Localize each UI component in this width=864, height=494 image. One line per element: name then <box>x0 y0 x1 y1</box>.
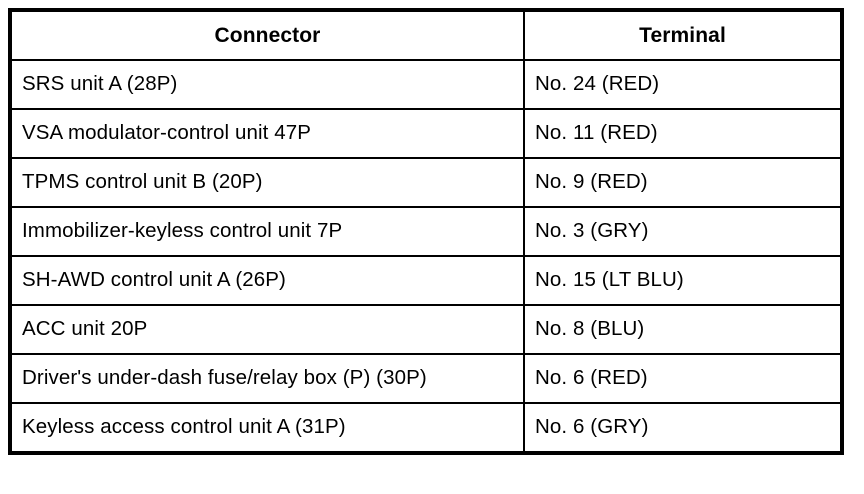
cell-connector: Immobilizer-keyless control unit 7P <box>10 206 525 257</box>
table-row: TPMS control unit B (20P) No. 9 (RED) <box>10 157 842 208</box>
cell-terminal: No. 3 (GRY) <box>523 206 842 257</box>
table-row: SRS unit A (28P) No. 24 (RED) <box>10 59 842 110</box>
table-body: SRS unit A (28P) No. 24 (RED) VSA modula… <box>10 59 842 453</box>
cell-connector: SH-AWD control unit A (26P) <box>10 255 525 306</box>
table-row: VSA modulator-control unit 47P No. 11 (R… <box>10 108 842 159</box>
table-header: Connector Terminal <box>10 10 842 61</box>
cell-connector: Driver's under-dash fuse/relay box (P) (… <box>10 353 525 404</box>
table-row: SH-AWD control unit A (26P) No. 15 (LT B… <box>10 255 842 306</box>
column-header-connector: Connector <box>10 10 525 61</box>
cell-terminal: No. 15 (LT BLU) <box>523 255 842 306</box>
cell-terminal: No. 6 (GRY) <box>523 402 842 453</box>
cell-connector: VSA modulator-control unit 47P <box>10 108 525 159</box>
cell-terminal: No. 9 (RED) <box>523 157 842 208</box>
cell-connector: Keyless access control unit A (31P) <box>10 402 525 453</box>
cell-connector: TPMS control unit B (20P) <box>10 157 525 208</box>
cell-terminal: No. 24 (RED) <box>523 59 842 110</box>
column-header-terminal: Terminal <box>523 10 842 61</box>
connector-terminal-table: Connector Terminal SRS unit A (28P) No. … <box>8 8 844 455</box>
table-row: ACC unit 20P No. 8 (BLU) <box>10 304 842 355</box>
cell-connector: SRS unit A (28P) <box>10 59 525 110</box>
cell-terminal: No. 6 (RED) <box>523 353 842 404</box>
table-header-row: Connector Terminal <box>10 10 842 61</box>
cell-connector: ACC unit 20P <box>10 304 525 355</box>
cell-terminal: No. 11 (RED) <box>523 108 842 159</box>
cell-terminal: No. 8 (BLU) <box>523 304 842 355</box>
table-row: Driver's under-dash fuse/relay box (P) (… <box>10 353 842 404</box>
table-row: Keyless access control unit A (31P) No. … <box>10 402 842 453</box>
table-row: Immobilizer-keyless control unit 7P No. … <box>10 206 842 257</box>
